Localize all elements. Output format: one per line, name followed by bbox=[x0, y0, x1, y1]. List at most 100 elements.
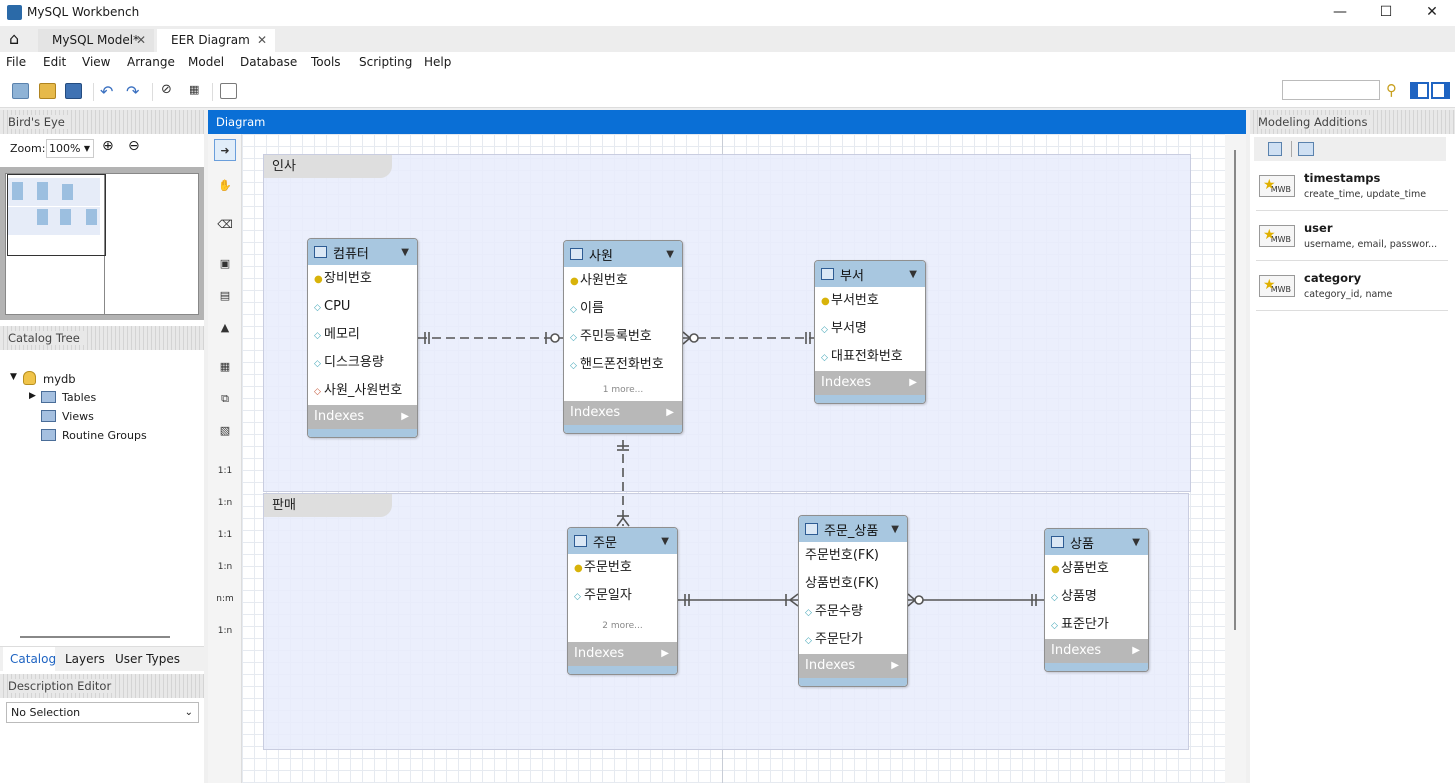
toggle-sidebar-icon[interactable] bbox=[1410, 82, 1429, 99]
entity-header[interactable]: 주문▼ bbox=[568, 528, 677, 554]
import-icon[interactable] bbox=[1268, 142, 1282, 156]
table-snippet-icon[interactable] bbox=[1298, 142, 1314, 156]
entity-computer[interactable]: 컴퓨터▼ ●장비번호 ◇CPU ◇메모리 ◇디스크용량 ◇사원_사원번호 Ind… bbox=[307, 238, 418, 438]
collapse-icon[interactable]: ▼ bbox=[891, 523, 899, 535]
field-row[interactable]: ◇대표전화번호 bbox=[815, 343, 925, 371]
view-tool-icon[interactable]: ⧉ bbox=[221, 392, 229, 405]
new-diagram-icon[interactable] bbox=[220, 83, 237, 99]
menu-arrange[interactable]: Arrange bbox=[127, 55, 175, 69]
relationship-1-1-tool[interactable]: 1:1 bbox=[217, 466, 233, 476]
field-row[interactable]: ●상품번호 bbox=[1045, 555, 1148, 583]
layer-sales[interactable]: 판매 bbox=[263, 493, 1189, 750]
tab-layers[interactable]: Layers bbox=[65, 652, 105, 666]
tab-user-types[interactable]: User Types bbox=[115, 652, 180, 666]
vertical-scrollbar[interactable] bbox=[1225, 134, 1246, 783]
indexes-section[interactable]: Indexes▶ bbox=[1045, 639, 1148, 663]
save-icon[interactable] bbox=[65, 83, 82, 99]
tree-item-tables[interactable]: Tables bbox=[62, 391, 97, 404]
zoom-out-icon[interactable]: ⊖ bbox=[128, 138, 140, 154]
field-row[interactable]: ◇CPU bbox=[308, 293, 417, 321]
collapse-icon[interactable]: ▼ bbox=[1132, 536, 1140, 548]
maximize-button[interactable]: ☐ bbox=[1379, 4, 1393, 20]
close-tab-icon[interactable]: ✕ bbox=[256, 33, 267, 47]
field-row[interactable]: ●장비번호 bbox=[308, 265, 417, 293]
expand-tables-icon[interactable]: ▶ bbox=[29, 391, 36, 401]
field-row[interactable]: ●사원번호 bbox=[564, 267, 682, 295]
field-row[interactable]: ◇메모리 bbox=[308, 321, 417, 349]
field-row[interactable]: ●부서번호 bbox=[815, 287, 925, 315]
collapse-icon[interactable]: ▼ bbox=[909, 268, 917, 280]
search-icon[interactable]: ⚲ bbox=[1386, 81, 1397, 99]
field-row[interactable]: 상품번호(FK) bbox=[805, 576, 879, 591]
addition-category[interactable]: ★MWB category category_id, name bbox=[1256, 261, 1448, 311]
entity-header[interactable]: 사원▼ bbox=[564, 241, 682, 267]
expand-mydb-icon[interactable]: ▼ bbox=[10, 372, 17, 382]
field-row[interactable]: ◇사원_사원번호 bbox=[308, 377, 417, 405]
addition-timestamps[interactable]: ★MWB timestamps create_time, update_time bbox=[1256, 161, 1448, 211]
menu-view[interactable]: View bbox=[82, 55, 111, 69]
undo-icon[interactable]: ↶ bbox=[100, 82, 114, 101]
indexes-section[interactable]: Indexes▶ bbox=[568, 642, 677, 666]
zoom-in-icon[interactable]: ⊕ bbox=[102, 138, 114, 154]
entity-product[interactable]: 상품▼ ●상품번호 ◇상품명 ◇표준단가 Indexes▶ bbox=[1044, 528, 1149, 672]
new-document-icon[interactable] bbox=[12, 83, 29, 99]
field-row[interactable]: ●주문번호 bbox=[568, 554, 677, 582]
tree-item-routine-groups[interactable]: Routine Groups bbox=[62, 429, 147, 442]
birds-eye-viewport[interactable] bbox=[7, 174, 106, 256]
hand-tool-icon[interactable]: ✋ bbox=[218, 179, 232, 192]
menu-edit[interactable]: Edit bbox=[43, 55, 67, 69]
field-row[interactable]: ◇디스크용량 bbox=[308, 349, 417, 377]
relationship-1-n-identifying-tool[interactable]: 1:n bbox=[217, 562, 233, 572]
toggle-secondary-sidebar-icon[interactable] bbox=[1431, 82, 1450, 99]
tree-item-views[interactable]: Views bbox=[62, 410, 94, 423]
table-tool-icon[interactable]: ▦ bbox=[219, 360, 231, 373]
addition-user[interactable]: ★MWB user username, email, passwor... bbox=[1256, 211, 1448, 261]
field-row[interactable]: ◇부서명 bbox=[815, 315, 925, 343]
indexes-section[interactable]: Indexes▶ bbox=[815, 371, 925, 395]
menu-tools[interactable]: Tools bbox=[311, 55, 341, 69]
open-folder-icon[interactable] bbox=[39, 83, 56, 99]
indexes-section[interactable]: Indexes▶ bbox=[308, 405, 417, 429]
layer-tool-icon[interactable]: ▣ bbox=[219, 257, 231, 270]
field-row[interactable]: ◇주문수량 bbox=[799, 598, 907, 626]
zoom-select[interactable]: 100%▼ bbox=[46, 139, 94, 158]
field-row[interactable]: ◇이름 bbox=[564, 295, 682, 323]
tab-eer-diagram[interactable]: EER Diagram ✕ bbox=[157, 29, 275, 52]
menu-help[interactable]: Help bbox=[424, 55, 452, 69]
collapse-icon[interactable]: ▼ bbox=[666, 248, 674, 260]
entity-order-item[interactable]: 주문_상품▼ 주문번호(FK) 상품번호(FK) ◇주문수량 ◇주문단가 Ind… bbox=[798, 515, 908, 687]
field-row[interactable]: ◇상품명 bbox=[1045, 583, 1148, 611]
description-selection-select[interactable]: No Selection⌄ bbox=[6, 702, 199, 723]
home-icon[interactable]: ⌂ bbox=[9, 29, 20, 48]
entity-department[interactable]: 부서▼ ●부서번호 ◇부서명 ◇대표전화번호 Indexes▶ bbox=[814, 260, 926, 404]
diagram-canvas[interactable]: 인사 판매 bbox=[242, 134, 1225, 783]
field-row[interactable]: ◇표준단가 bbox=[1045, 611, 1148, 639]
entity-header[interactable]: 상품▼ bbox=[1045, 529, 1148, 555]
field-row[interactable]: ◇주민등록번호 bbox=[564, 323, 682, 351]
entity-header[interactable]: 주문_상품▼ bbox=[799, 516, 907, 542]
menu-scripting[interactable]: Scripting bbox=[359, 55, 413, 69]
menu-database[interactable]: Database bbox=[240, 55, 298, 69]
menu-file[interactable]: File bbox=[6, 55, 27, 69]
relationship-1-n-tool[interactable]: 1:n bbox=[217, 498, 233, 508]
field-row[interactable]: ◇핸드폰전화번호 bbox=[564, 351, 682, 379]
more-fields-label[interactable]: 1 more... bbox=[602, 385, 644, 395]
relationship-1-n-existing-tool[interactable]: 1:n bbox=[217, 626, 233, 636]
tab-catalog[interactable]: Catalog bbox=[3, 647, 56, 672]
routine-group-tool-icon[interactable]: ▧ bbox=[219, 424, 231, 437]
field-row[interactable]: ◇주문단가 bbox=[799, 626, 907, 654]
indexes-section[interactable]: Indexes▶ bbox=[564, 401, 682, 425]
entity-order[interactable]: 주문▼ ●주문번호 ◇주문일자 2 more... Indexes▶ bbox=[567, 527, 678, 675]
note-tool-icon[interactable]: ▤ bbox=[219, 289, 231, 302]
horizontal-scrollbar[interactable] bbox=[20, 636, 170, 638]
entity-header[interactable]: 부서▼ bbox=[815, 261, 925, 287]
indexes-section[interactable]: Indexes▶ bbox=[799, 654, 907, 678]
scrollbar-thumb[interactable] bbox=[1234, 150, 1236, 630]
close-window-button[interactable]: ✕ bbox=[1426, 4, 1438, 20]
align-grid-icon[interactable]: ▦ bbox=[189, 83, 200, 96]
pointer-tool-icon[interactable]: ➜ bbox=[214, 139, 236, 161]
tab-mysql-model[interactable]: MySQL Model* ✕ bbox=[38, 29, 154, 52]
close-tab-icon[interactable]: ✕ bbox=[135, 33, 146, 47]
redo-icon[interactable]: ↷ bbox=[126, 82, 140, 101]
collapse-icon[interactable]: ▼ bbox=[661, 535, 669, 547]
